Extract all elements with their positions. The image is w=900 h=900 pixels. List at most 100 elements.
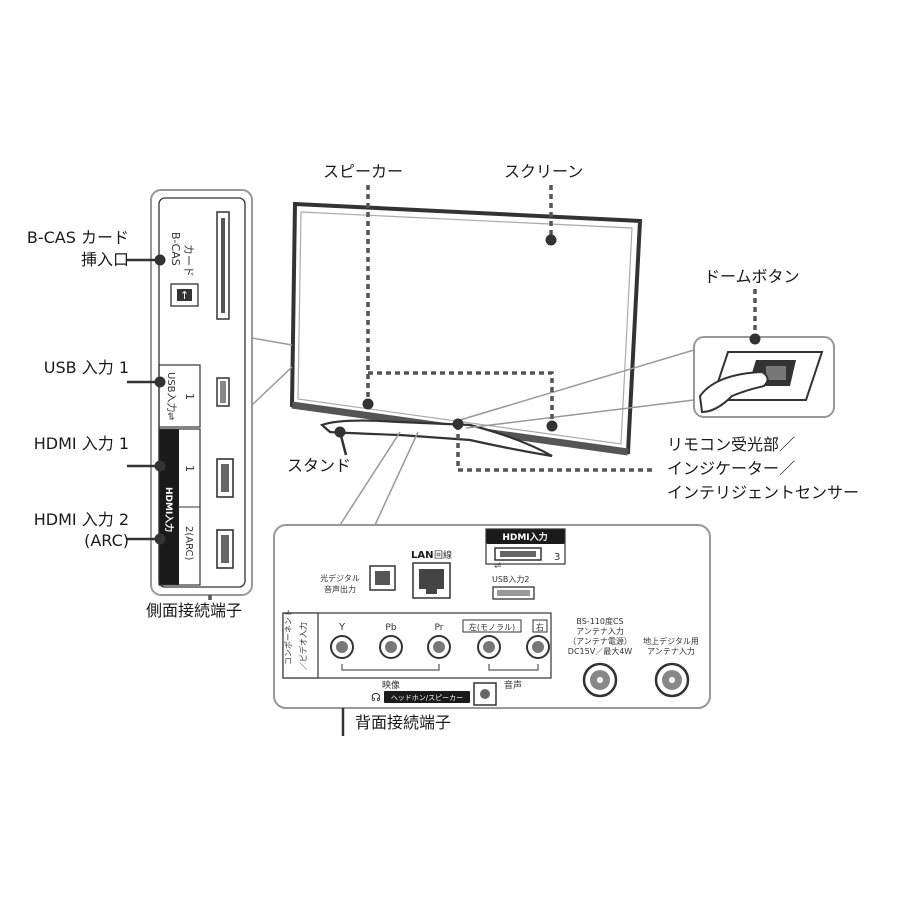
video-label: 映像 bbox=[382, 679, 400, 691]
hdmi3-num: 3 bbox=[554, 552, 560, 563]
bcas-slot-label-1: B-CAS カード bbox=[26, 228, 129, 247]
audio-label: 音声 bbox=[504, 679, 522, 691]
screen-label: スクリーン bbox=[504, 162, 584, 181]
hdmi2-num-text: 2(ARC) bbox=[183, 526, 194, 561]
sensor-dot-right bbox=[546, 420, 558, 432]
side-panel-link-top bbox=[251, 337, 293, 346]
usb2-port-inner bbox=[497, 590, 530, 596]
side-panel: ↑ B-CAS カード USB入力 ⇌ 1 HDMI入力 1 2(ARC) bbox=[150, 189, 253, 596]
rear-terminals-label: 背面接続端子 bbox=[355, 713, 452, 732]
dome-dot bbox=[749, 333, 761, 345]
hdmi-tag-text: HDMI入力 bbox=[163, 487, 175, 532]
terr-label-2: アンテナ入力 bbox=[647, 646, 695, 656]
hdmi1-num-text: 1 bbox=[183, 465, 196, 472]
rear-panel-outline bbox=[273, 524, 711, 709]
sensor-dot-center bbox=[452, 418, 464, 430]
hdmi3-port-inner bbox=[500, 551, 536, 557]
rear-panel-link-right bbox=[374, 431, 419, 526]
dome-button-callout bbox=[459, 336, 835, 429]
rear-panel: 光デジタル 音声出力 LAN 回線 HDMI入力 3 ⇌ USB入力2 コンポー… bbox=[273, 524, 711, 709]
lan-port-latch bbox=[426, 589, 437, 594]
leader-lines bbox=[208, 185, 757, 604]
lan-port-inner bbox=[419, 569, 444, 589]
sensor-label-3: インテリジェントセンサー bbox=[667, 483, 860, 502]
dome-button-label: ドームボタン bbox=[704, 267, 800, 286]
headphone-tag bbox=[384, 691, 470, 703]
bs-label-3: （アンテナ電源） bbox=[568, 637, 632, 646]
up-arrow-icon bbox=[177, 289, 192, 301]
lan-label: LAN bbox=[411, 550, 433, 561]
optical-label-1: 光デジタル bbox=[320, 573, 360, 583]
tv-screen-inner bbox=[297, 211, 633, 445]
video-bracket bbox=[341, 664, 440, 671]
stand-label: スタンド bbox=[287, 456, 352, 475]
right-label: 右 bbox=[536, 622, 544, 632]
dome-button-top bbox=[766, 366, 786, 380]
bcas-arrow: ↑ bbox=[180, 289, 189, 302]
usb2-label: USB入力2 bbox=[492, 574, 530, 584]
bcas-card-text-1: B-CAS bbox=[169, 232, 182, 266]
terrestrial-antenna-jack bbox=[654, 662, 690, 698]
callout-lines bbox=[127, 258, 348, 736]
hdmi2-port-inner bbox=[221, 535, 229, 563]
usb1-tag-text: USB入力 bbox=[165, 372, 178, 413]
rca-jack-pb bbox=[379, 635, 403, 659]
pr-label: Pr bbox=[435, 623, 444, 633]
usb-symbol-icon: ⇌ bbox=[165, 412, 176, 420]
finger-icon bbox=[698, 370, 769, 414]
component-tag bbox=[282, 612, 319, 679]
sensor-leader bbox=[368, 371, 554, 425]
usb1-divider bbox=[158, 364, 201, 428]
rear-panel-link-left bbox=[339, 431, 401, 526]
headphone-jack-hole bbox=[480, 689, 490, 699]
dome-link-bottom bbox=[465, 399, 695, 429]
terr-label-1: 地上デジタル用 bbox=[643, 636, 699, 646]
bs-label-1: BS-110度CS bbox=[576, 616, 623, 626]
optical-label-2: 音声出力 bbox=[324, 584, 356, 594]
rca-jack-left bbox=[477, 635, 501, 659]
headphone-label: ヘッドホン/スピーカー bbox=[391, 694, 463, 702]
hdmi2-label-1: HDMI 入力 2 bbox=[33, 510, 129, 529]
rca-jack-right bbox=[526, 635, 550, 659]
sensor-leader-2 bbox=[456, 425, 652, 472]
usb1-port-inner bbox=[220, 381, 226, 403]
component-label-2: ／ビデオ入力 bbox=[298, 622, 308, 670]
sensor-label-1: リモコン受光部／ bbox=[667, 435, 796, 454]
bcas-card-text-2: カード bbox=[182, 244, 195, 277]
bcas-slot-opening bbox=[221, 218, 225, 313]
lan-label-suffix: 回線 bbox=[434, 549, 452, 561]
component-label-1: コンポーネント bbox=[284, 609, 293, 665]
usb1-num-text: 1 bbox=[183, 393, 196, 400]
screen-dot bbox=[545, 234, 557, 246]
right-tag bbox=[532, 619, 548, 633]
hdmi3-box bbox=[485, 528, 566, 565]
hdmi3-header-text: HDMI入力 bbox=[502, 531, 547, 543]
hdmi1-label: HDMI 入力 1 bbox=[33, 434, 129, 453]
hdmi3-header bbox=[486, 529, 565, 544]
speaker-label: スピーカー bbox=[323, 162, 404, 181]
rca-jack-pr bbox=[427, 635, 451, 659]
left-mono-tag bbox=[462, 619, 522, 633]
hdmi1-port-inner bbox=[221, 464, 229, 492]
audio-bracket bbox=[488, 664, 539, 671]
left-mono-label: 左(モノラル) bbox=[469, 622, 515, 632]
side-terminals-label: 側面接続端子 bbox=[146, 601, 243, 620]
side-panel-link-bottom bbox=[251, 366, 293, 406]
stand-callout-line bbox=[338, 431, 348, 456]
hdmi2-label-2: (ARC) bbox=[84, 531, 129, 550]
usb2-icon: ⇌ bbox=[494, 561, 502, 571]
optical-port-inner bbox=[375, 571, 390, 585]
usb1-label: USB 入力 1 bbox=[43, 358, 129, 377]
bs-label-4: DC15V／最大4W bbox=[568, 646, 632, 656]
tv-stand bbox=[319, 419, 553, 458]
pb-label: Pb bbox=[385, 623, 396, 633]
headphone-icon: ☊ bbox=[371, 691, 381, 704]
y-label: Y bbox=[338, 622, 346, 633]
dome-link-top bbox=[459, 349, 695, 421]
rca-jack-y bbox=[330, 635, 354, 659]
bcas-slot-label-2: 挿入口 bbox=[80, 250, 129, 269]
speaker-dot bbox=[362, 398, 374, 410]
bs-antenna-jack bbox=[582, 662, 618, 698]
sensor-label-2: インジケーター／ bbox=[667, 459, 796, 478]
